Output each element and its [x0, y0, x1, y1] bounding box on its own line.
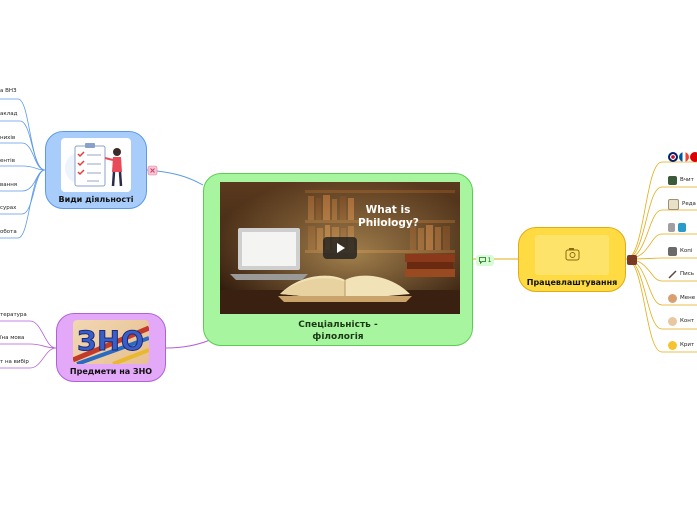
video-thumbnail[interactable]: What is Philology? — [220, 182, 460, 314]
employment-leaf-6[interactable]: Пись — [668, 270, 694, 279]
activity-leaf-4[interactable]: ентів — [0, 158, 15, 165]
exam-leaf-3[interactable]: т на вибір — [0, 359, 29, 366]
video-title: What is Philology? — [358, 204, 418, 230]
activities-image — [61, 138, 131, 192]
tv-icon — [678, 223, 686, 232]
flags-icon — [668, 152, 697, 162]
exams-image: ЗНО — [73, 320, 149, 364]
employment-leaf-5[interactable]: Копі — [668, 247, 692, 256]
employment-leaf-9[interactable]: Крит — [668, 341, 694, 350]
teacher-icon — [668, 176, 677, 185]
employment-image-placeholder — [535, 235, 609, 275]
play-icon — [323, 237, 357, 259]
camera-icon — [535, 235, 609, 275]
manager-icon — [668, 294, 677, 303]
comment-count: 1 — [488, 257, 492, 264]
critic-icon — [668, 341, 677, 350]
activity-leaf-7[interactable]: обота — [0, 229, 17, 236]
employment-title: Працевлаштування — [519, 278, 625, 287]
comment-icon — [479, 257, 486, 264]
employment-leaf-3[interactable]: Реда — [668, 199, 696, 210]
copy-icon — [668, 247, 677, 256]
employment-leaf-flags[interactable] — [668, 152, 697, 162]
exams-title: Предмети на ЗНО — [57, 367, 165, 376]
activities-node[interactable]: Види діяльності — [45, 131, 147, 209]
checklist-illustration — [61, 138, 131, 192]
activity-leaf-5[interactable]: вання — [0, 182, 17, 189]
employment-leaf-4[interactable] — [668, 223, 689, 232]
film-icon — [668, 223, 675, 232]
employment-leaf-2[interactable]: Вчит — [668, 176, 694, 185]
exam-leaf-1[interactable]: тература — [0, 312, 27, 319]
pen-icon — [668, 270, 677, 279]
exams-image-text: ЗНО — [73, 323, 149, 361]
employment-leaf-7[interactable]: Мене — [668, 294, 695, 303]
activity-leaf-2[interactable]: аклад — [0, 111, 17, 118]
exam-leaf-2[interactable]: їна мова — [0, 335, 24, 342]
play-button[interactable] — [323, 237, 357, 259]
central-node[interactable]: What is Philology? Спеціальність - філол… — [203, 173, 473, 346]
editor-icon — [668, 199, 679, 210]
exams-node[interactable]: ЗНО Предмети на ЗНО — [56, 313, 166, 382]
employment-node[interactable]: Працевлаштування — [518, 227, 626, 292]
central-title: Спеціальність - філологія — [204, 319, 472, 343]
activities-title: Види діяльності — [46, 195, 146, 204]
comment-badge[interactable]: 1 — [476, 255, 494, 266]
activity-leaf-6[interactable]: сурах — [0, 205, 16, 212]
content-icon — [668, 317, 677, 326]
activity-leaf-3[interactable]: нихів — [0, 135, 15, 142]
activity-leaf-1[interactable]: а ВНЗ — [0, 88, 17, 95]
employment-leaf-8[interactable]: Конт — [668, 317, 694, 326]
